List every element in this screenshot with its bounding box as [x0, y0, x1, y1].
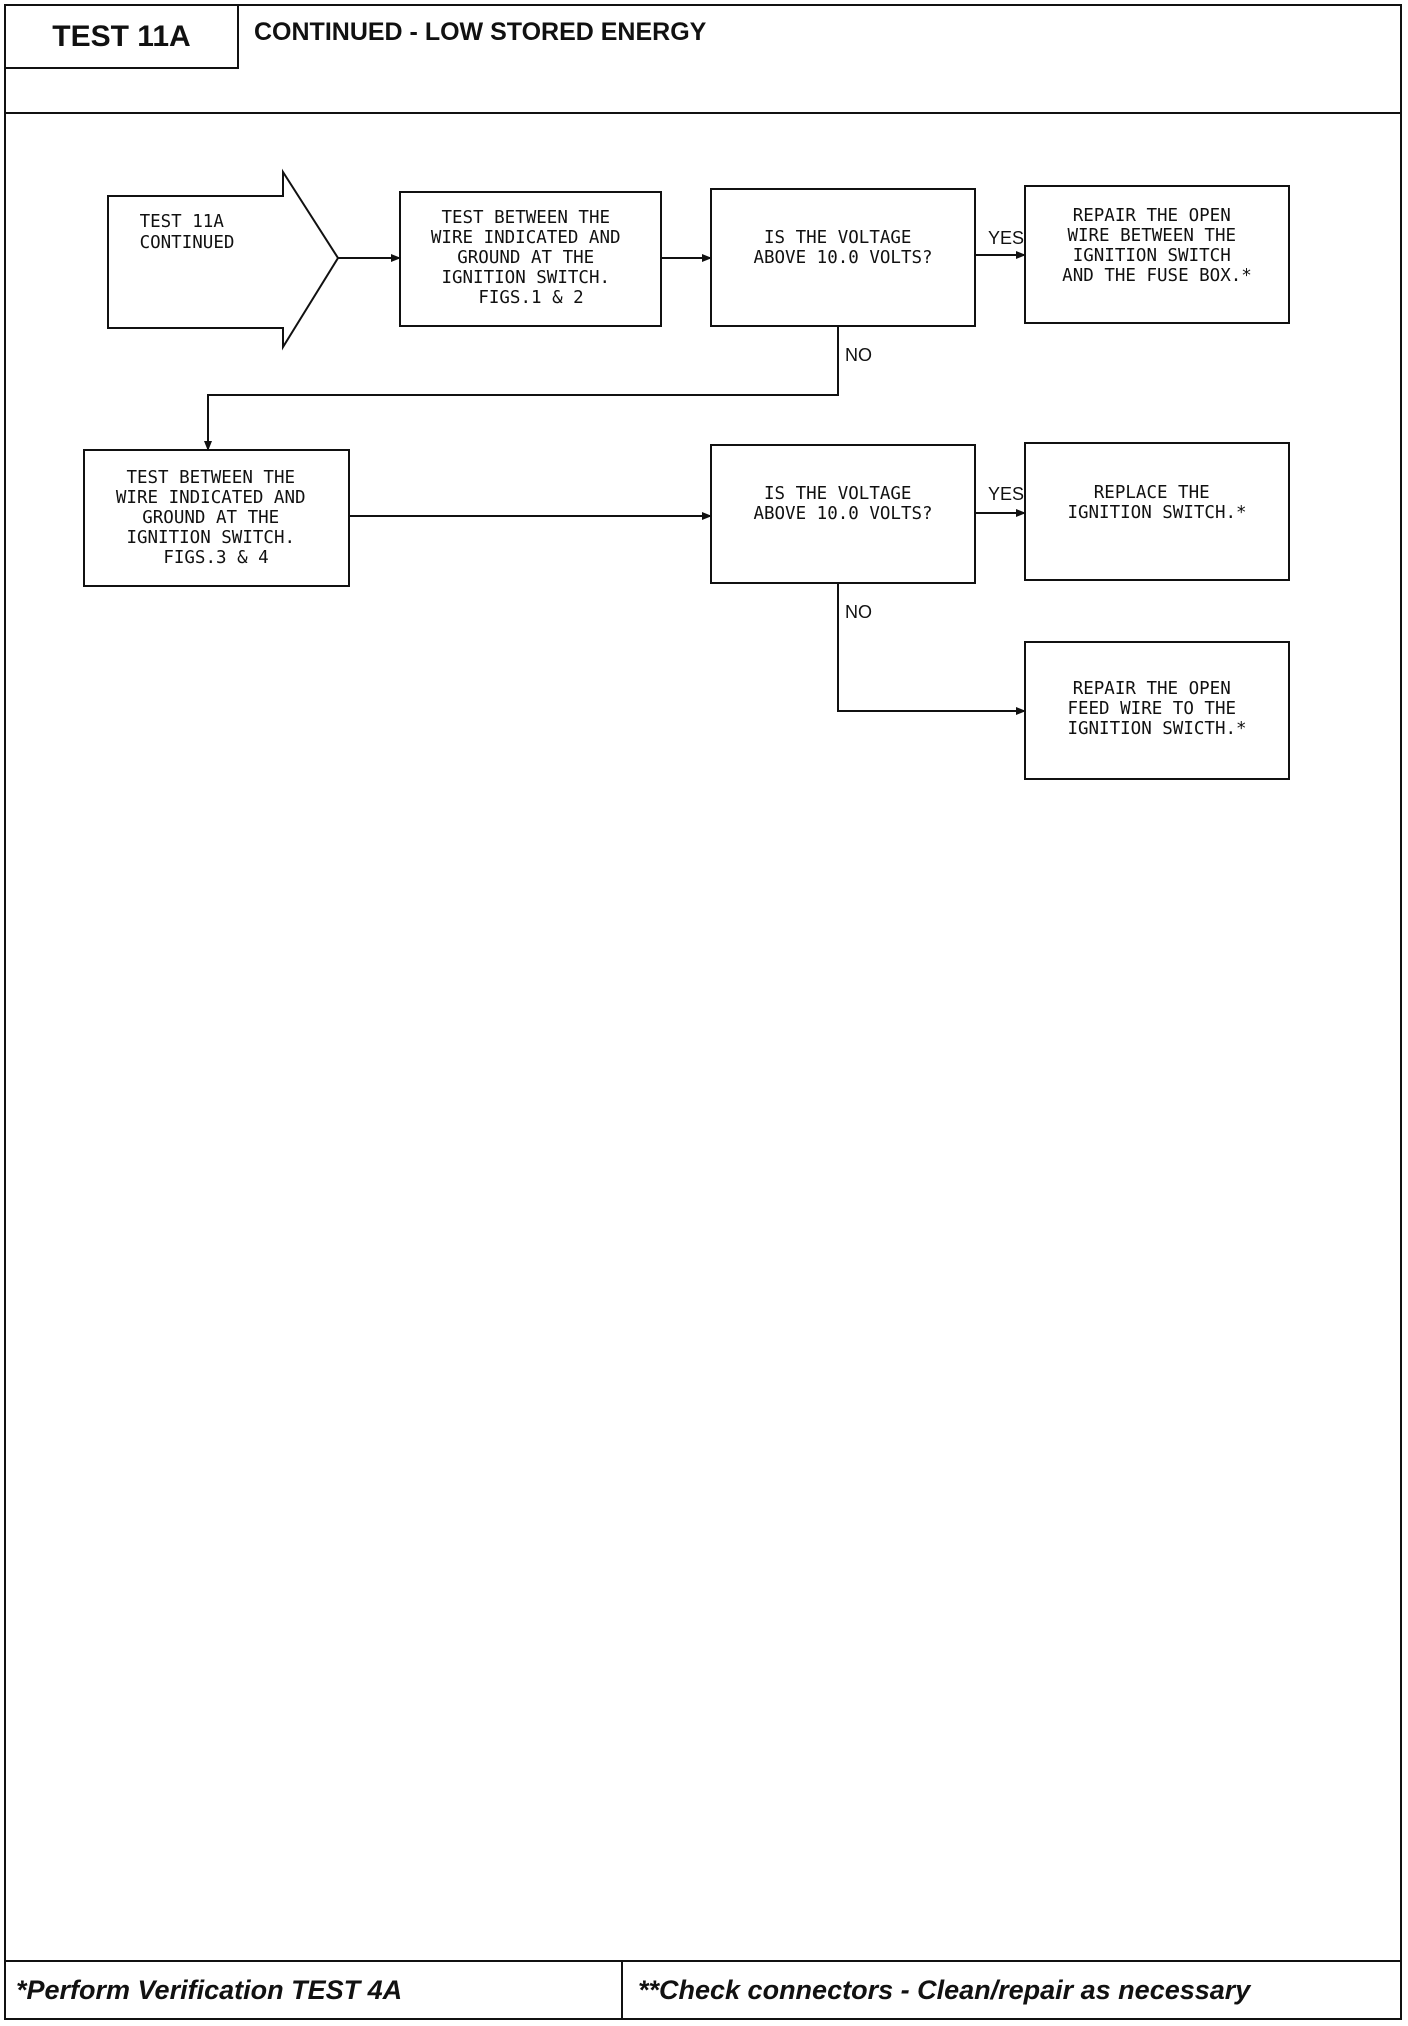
test-box-2: [83, 449, 350, 587]
connector-q1-no: [204, 326, 839, 451]
page-title: CONTINUED - LOW STORED ENERGY: [254, 18, 707, 46]
decision-box-1-text: IS THE VOLTAGE ABOVE 10.0 VOLTS?: [753, 228, 932, 268]
result-box-3: [1024, 641, 1290, 780]
result-box-1-text: REPAIR THE OPEN WIRE BETWEEN THE IGNITIO…: [1062, 206, 1252, 286]
yes-label-2: YES: [988, 484, 1024, 504]
document-page: TEST 11A CONTINUED - LOW STORED ENERGY *…: [4, 4, 1402, 2020]
connector-q2-no: [837, 583, 1026, 715]
footer: *Perform Verification TEST 4A **Check co…: [6, 1960, 1400, 2018]
no-label-2: NO: [845, 602, 872, 622]
result-box-2: [1024, 442, 1290, 581]
start-text: TEST 11A CONTINUED: [140, 212, 235, 253]
result-box-1: [1024, 185, 1290, 324]
decision-box-2-text: IS THE VOLTAGE ABOVE 10.0 VOLTS?: [753, 484, 932, 524]
header: TEST 11A CONTINUED - LOW STORED ENERGY: [6, 6, 1400, 114]
footer-connectors-note: **Check connectors - Clean/repair as nec…: [638, 1974, 1251, 2005]
yes-label-1: YES: [988, 228, 1024, 248]
test-box-2-text: TEST BETWEEN THE WIRE INDICATED AND GROU…: [116, 468, 316, 568]
decision-box-2: [710, 444, 976, 584]
test-id: TEST 11A: [6, 6, 239, 69]
decision-box-1: [710, 188, 976, 327]
test-box-1-text: TEST BETWEEN THE WIRE INDICATED AND GROU…: [431, 208, 631, 308]
start-arrow-shape: [107, 168, 340, 351]
footer-verification-note: *Perform Verification TEST 4A: [6, 1962, 623, 2018]
no-label-1: NO: [845, 345, 872, 365]
result-box-3-text: REPAIR THE OPEN FEED WIRE TO THE IGNITIO…: [1067, 679, 1246, 739]
result-box-2-text: REPLACE THE IGNITION SWITCH.*: [1067, 483, 1246, 523]
